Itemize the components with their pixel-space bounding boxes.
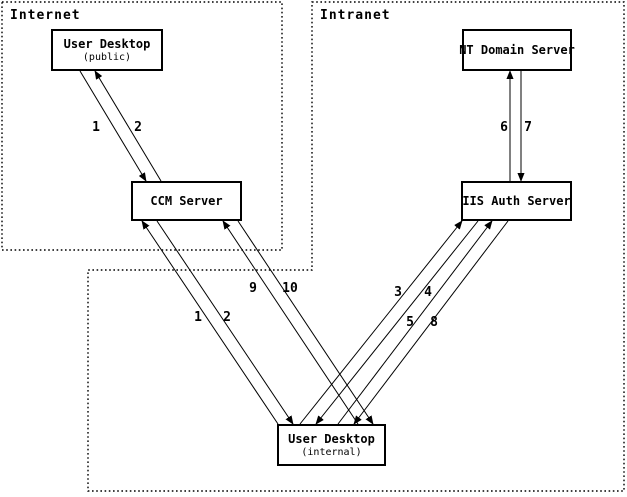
node-title: CCM Server bbox=[150, 193, 223, 208]
edge-9-internal-desktop-to-ccm bbox=[222, 220, 359, 425]
edge-label-4: 4 bbox=[424, 285, 432, 300]
node-title: User Desktop bbox=[63, 36, 151, 51]
node-subtitle: (public) bbox=[82, 51, 132, 63]
edge-label-2-internal: 2 bbox=[223, 310, 231, 325]
node-user-desktop-internal: User Desktop (internal) bbox=[277, 424, 386, 466]
node-subtitle: (internal) bbox=[301, 446, 362, 458]
node-title: IIS Auth Server bbox=[462, 193, 571, 208]
edge-label-2-public: 2 bbox=[134, 120, 142, 135]
edge-label-8: 8 bbox=[430, 315, 438, 330]
edge-label-6: 6 bbox=[500, 120, 508, 135]
edge-label-1-internal: 1 bbox=[194, 310, 202, 325]
edge-label-3: 3 bbox=[394, 285, 402, 300]
edge-label-9: 9 bbox=[249, 281, 257, 296]
region-label-internet: Internet bbox=[10, 8, 81, 23]
intranet-region-border bbox=[87, 1, 625, 492]
edge-10-ccm-to-internal-desktop bbox=[237, 220, 374, 425]
edge-8-iis-to-internal-desktop bbox=[353, 220, 509, 425]
edge-3-internal-desktop-to-iis bbox=[299, 220, 463, 425]
edge-5-internal-desktop-to-iis bbox=[337, 220, 493, 425]
edge-1-internal-desktop-to-ccm bbox=[141, 220, 279, 425]
region-label-intranet: Intranet bbox=[320, 8, 391, 23]
node-iis-auth-server: IIS Auth Server bbox=[461, 181, 572, 221]
edge-label-5: 5 bbox=[406, 315, 414, 330]
edge-2-ccm-to-internal-desktop bbox=[156, 220, 294, 425]
edge-4-iis-to-internal-desktop bbox=[315, 220, 479, 425]
node-title: User Desktop bbox=[288, 431, 375, 446]
node-nt-domain-server: NT Domain Server bbox=[459, 29, 575, 71]
internet-region-border bbox=[1, 1, 283, 251]
node-title: NT Domain Server bbox=[459, 42, 575, 57]
edge-2-ccm-to-public-desktop bbox=[94, 70, 162, 182]
edge-label-7: 7 bbox=[524, 120, 532, 135]
node-user-desktop-public: User Desktop (public) bbox=[51, 29, 163, 71]
edge-label-1-public: 1 bbox=[92, 120, 100, 135]
node-ccm-server: CCM Server bbox=[131, 181, 242, 221]
edge-label-10: 10 bbox=[282, 281, 298, 296]
edge-1-public-desktop-to-ccm bbox=[79, 70, 147, 182]
